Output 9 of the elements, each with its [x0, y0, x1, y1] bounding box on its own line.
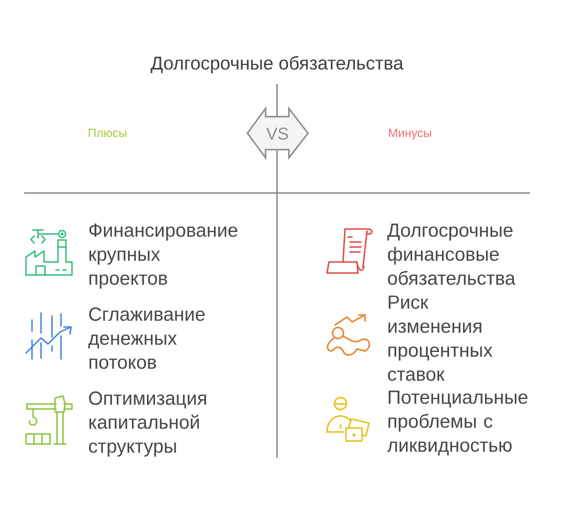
item-text: Долгосрочные финансовые обязательства [387, 224, 516, 285]
item-text: Сглаживание денежных потоков [88, 307, 205, 369]
item-text: Риск изменения процентных ставок [388, 296, 492, 381]
item-text: Финансирование крупных проектов [89, 224, 238, 289]
title: Долгосрочные обязательства [150, 56, 404, 74]
column-heading: Плюсы [88, 128, 126, 138]
item-text: Потенциальные проблемы с ликвидностью [387, 390, 528, 456]
column-heading: Минусы [389, 128, 432, 140]
item-text: Оптимизация капитальной структуры [89, 391, 206, 457]
